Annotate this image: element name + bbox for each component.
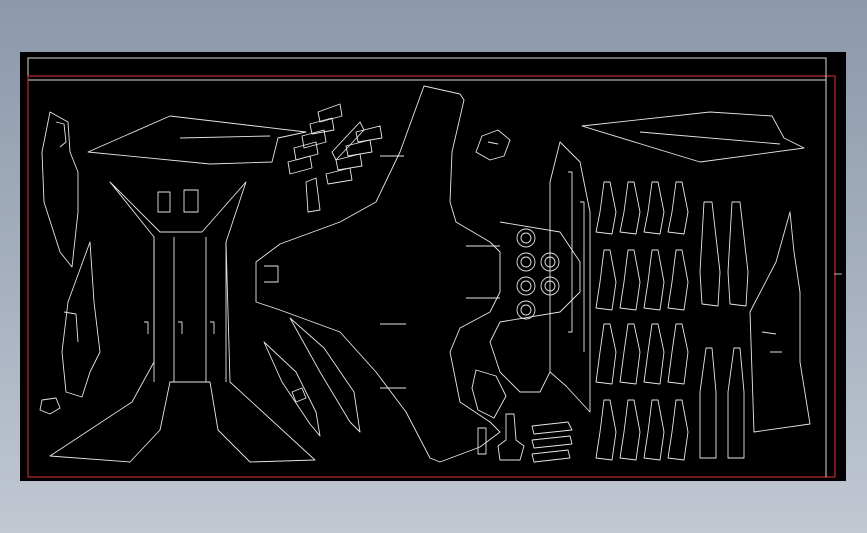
clip-part	[475, 129, 511, 161]
left-wing-panel	[41, 111, 79, 268]
tail-fin-right	[749, 211, 811, 433]
small-tabs	[144, 189, 215, 334]
canopy-parts	[263, 317, 361, 437]
main-fuselage-top	[255, 85, 501, 463]
left-small-clip	[39, 397, 61, 415]
landing-gear-parts	[471, 369, 573, 463]
missile-rack-parts	[287, 103, 383, 213]
left-lower-fin	[61, 241, 101, 398]
cad-viewport[interactable]	[20, 52, 846, 481]
rear-fuselage	[489, 141, 591, 413]
nozzle-rings	[516, 228, 560, 320]
missile-set	[595, 181, 749, 461]
tail-fin-left	[153, 237, 227, 382]
cad-drawing	[27, 57, 842, 478]
drawing-border	[27, 75, 836, 478]
canopy-small-clip	[291, 387, 307, 403]
fuselage-slots	[264, 155, 406, 389]
title-frame	[27, 57, 827, 81]
center-fuselage-plate	[49, 181, 316, 463]
upper-wing-strake	[87, 115, 307, 165]
rear-slots	[466, 171, 585, 352]
right-wing-strake	[581, 111, 805, 163]
